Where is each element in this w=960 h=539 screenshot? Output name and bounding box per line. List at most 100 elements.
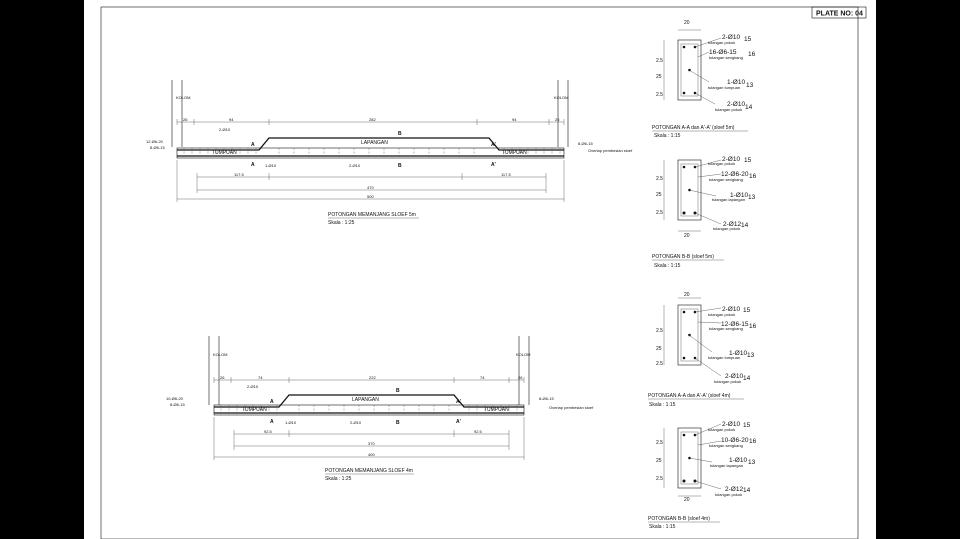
sec0-h2: 2.5 [656, 92, 663, 98]
sec3-stirrup-sub: tulangan sengkang [709, 443, 743, 448]
sec3-bot-sub: tulangan pokok [715, 492, 742, 497]
sec2-width: 20 [684, 292, 690, 298]
beam5-bar-bot: 2-Ø10 [349, 163, 361, 168]
beam4-scale: Skala : 1:25 [325, 476, 352, 482]
beam4-left-stirrup-a: 10-Ø6-20 [166, 396, 184, 401]
sec1-mid-tag: 13 [748, 194, 756, 201]
beam4-dim-1: 74 [258, 375, 263, 380]
sec2-stirrup: 12-Ø6-15 [721, 321, 749, 328]
beam5-dim-right-a: 117.5 [501, 172, 511, 177]
beam4-bar-top: 2-Ø10 [247, 384, 259, 389]
beam4-dim-3: 74 [480, 375, 485, 380]
sec1-bot-bar: 2-Ø12 [723, 221, 741, 228]
sheet-border [100, 6, 859, 539]
sec0-scale: Skala : 1:15 [654, 133, 681, 139]
sec1-top-sub: tulangan pokok [708, 161, 735, 166]
sec0-top-bar: 2-Ø10 [722, 34, 740, 41]
sec1-top-bar: 2-Ø10 [722, 156, 740, 163]
sec0-top-sub: tulangan pokok [708, 40, 735, 45]
sec3-mid-bar: 1-Ø10 [729, 457, 747, 464]
beam4-title: POTONGAN MEMANJANG SLOEF 4m [325, 468, 413, 474]
drawing-sheet: PLATE NO: 04 KOLOM KOLOM 26 94 282 94 26 [84, 0, 876, 539]
sec2-stirrup-sub: tulangan sengkang [709, 326, 743, 331]
beam5-dim-2: 282 [369, 117, 376, 122]
sec1-title: POTONGAN B-B (sloef 5m) [652, 254, 714, 260]
beam5-left-stirrup-a: 12-Ø6-20 [146, 139, 164, 144]
beam4-dim-4: 26 [518, 375, 523, 380]
sec0-top-tag: 15 [744, 36, 752, 43]
sec3-bot-tag: 14 [743, 487, 751, 494]
svg-text:A: A [270, 399, 274, 405]
beam5-kolom-left: KOLOM [176, 95, 190, 100]
beam-4m-elevation: KOLOM KOLOM 26 74 222 74 26 [166, 336, 594, 482]
beam5-bar-top: 2-Ø10 [219, 127, 231, 132]
beam4-tumpuan-right: TUMPUAN [484, 407, 509, 413]
sec1-stirrup-tag: 16 [749, 173, 757, 180]
beam4-dim-2: 222 [369, 375, 376, 380]
sec3-top-sub: tulangan pokok [708, 427, 735, 432]
plate-label-text: PLATE NO: 04 [816, 11, 863, 18]
beam4-left-stirrup-b: 8-Ø6-15 [170, 402, 185, 407]
sec0-stirrup-tag: 16 [748, 51, 756, 58]
sec1-scale: Skala : 1:15 [654, 263, 681, 269]
svg-text:A': A' [491, 142, 496, 148]
sec2-bot-sub: tulangan pokok [714, 379, 741, 384]
beam5-left-stirrup-b: 8-Ø6-15 [150, 145, 165, 150]
sec0-width: 20 [684, 20, 690, 26]
sec2-mid-tag: 13 [747, 352, 755, 359]
sec2-h1: 25 [656, 346, 662, 352]
sec1-width: 20 [684, 233, 690, 239]
sec1-stirrup-sub: tulangan sengkang [709, 177, 743, 182]
beam4-dim-total: 400 [368, 452, 375, 457]
beam5-tumpuan-left: TUMPUAN [212, 150, 237, 156]
sec0-bot-bar: 2-Ø10 [727, 101, 745, 108]
beam5-lapangan: LAPANGAN [361, 140, 388, 146]
sec0-h1: 25 [656, 74, 662, 80]
sec3-bot-bar: 2-Ø12 [725, 486, 743, 493]
sec2-top-tag: 15 [743, 307, 751, 314]
sec3-h1: 25 [656, 458, 662, 464]
sec3-top-bar: 2-Ø10 [722, 421, 740, 428]
sec2-stirrup-tag: 16 [749, 323, 757, 330]
sec1-h1: 25 [656, 192, 662, 198]
sec1-mid-bar: 1-Ø10 [730, 192, 748, 199]
sec3-mid-tag: 13 [748, 459, 756, 466]
sec3-top-tag: 15 [743, 422, 751, 429]
sec0-stirrup: 16-Ø6-15 [709, 49, 737, 56]
svg-text:B: B [396, 420, 400, 426]
sec0-stirrup-sub: tulangan sengkang [709, 55, 743, 60]
sec3-scale: Skala : 1:15 [649, 524, 676, 530]
beam4-dim-right-a: 92.5 [474, 429, 483, 434]
svg-text:A: A [251, 142, 255, 148]
sec3-mid-sub: tulangan lapangan [710, 463, 743, 468]
svg-text:B: B [398, 131, 402, 137]
beam4-bar-mid: 1-Ø10 [285, 420, 297, 425]
beam4-dim-clear: 370 [368, 441, 375, 446]
beam5-dim-3: 94 [512, 117, 517, 122]
beam5-dim-4: 26 [555, 117, 560, 122]
sec1-bot-tag: 14 [741, 222, 749, 229]
sec0-bot-sub: tulangan pokok [715, 107, 742, 112]
svg-text:A': A' [491, 162, 496, 168]
sec1-h2: 2.5 [656, 210, 663, 216]
sec2-title: POTONGAN A-A dan A'-A' (sloef 4m) [648, 393, 731, 399]
sec2-top-sub: tulangan pokok [708, 312, 735, 317]
beam5-dim-clear: 470 [367, 185, 374, 190]
beam4-tumpuan-left: TUMPUAN [242, 407, 267, 413]
beam5-scale: Skala : 1:25 [328, 220, 355, 226]
beam5-dim-total: 500 [367, 194, 374, 199]
sec1-top-tag: 15 [744, 157, 752, 164]
beam-5m-elevation: KOLOM KOLOM 26 94 282 94 26 [146, 80, 633, 226]
beam4-bar-bot: 2-Ø10 [350, 420, 362, 425]
beam5-dim-left-a: 117.5 [234, 172, 244, 177]
section-a-5m: 20 2.5 25 2.5 2-Ø10 tulangan pokok 15 16… [652, 20, 756, 139]
sec0-title: POTONGAN A-A dan A'-A' (sloef 5m) [652, 125, 735, 131]
sec3-h0: 2.5 [656, 440, 663, 446]
beam4-kolom-left: KOLOM [213, 352, 227, 357]
beam5-bar-mid: 1-Ø10 [265, 163, 277, 168]
section-b-5m: 20 2.5 25 2.5 2-Ø10 tulangan pokok 15 12… [652, 156, 757, 269]
sec2-mid-bar: 1-Ø10 [729, 350, 747, 357]
beam5-overlap: Overlap pembesian sloef [588, 148, 633, 153]
sec0-mid-sub: tulangan tumpuan [708, 85, 740, 90]
sec0-bot-tag: 14 [745, 104, 753, 111]
